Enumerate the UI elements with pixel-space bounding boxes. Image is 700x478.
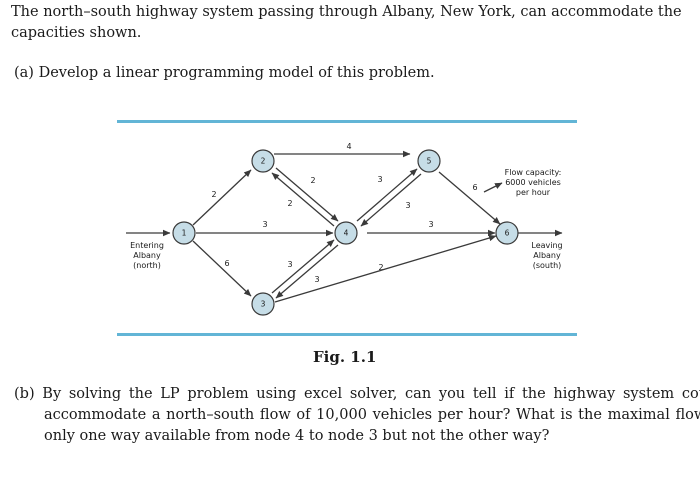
node-6 (495, 221, 519, 245)
figure-top-rule (117, 120, 577, 123)
node-4-label: 4 (344, 229, 349, 238)
edge-4-2 (271, 172, 335, 227)
edge-2-4 (275, 167, 339, 222)
edge-label-1-4: 3 (262, 220, 267, 229)
node-1-label: 1 (182, 229, 187, 238)
edge-label-2-4: 2 (310, 176, 315, 185)
node-5 (417, 149, 441, 173)
edge-3-6 (274, 234, 497, 303)
flow-capacity-note: Flow capacity: 6000 vehicles per hour (505, 168, 562, 197)
part-b-text: (b) By solving the LP problem using exce… (14, 386, 700, 444)
node-3-label: 3 (261, 300, 266, 309)
edge-1-3 (192, 240, 252, 297)
edge-4-5 (356, 168, 418, 222)
network-figure: 2 3 6 4 2 2 3 3 2 3 3 3 6 1 2 3 4 5 (117, 120, 577, 338)
edge-label-3-4: 3 (287, 260, 292, 269)
leaving-line-1: Leaving (531, 241, 562, 250)
edge-4-3 (275, 244, 339, 299)
edge-label-3-6: 2 (378, 263, 383, 272)
problem-intro: The north–south highway system passing t… (11, 4, 682, 41)
edge-5-6 (438, 171, 501, 225)
flow-note-line-2: 6000 vehicles (505, 178, 561, 187)
entering-line-3: (north) (133, 261, 161, 270)
node-2 (251, 149, 275, 173)
entering-label: Entering Albany (north) (130, 241, 164, 270)
leaving-line-3: (south) (533, 261, 562, 270)
node-5-label: 5 (427, 157, 432, 166)
node-2-label: 2 (261, 157, 266, 166)
leaving-label: Leaving Albany (south) (531, 241, 562, 270)
edge-label-5-4: 3 (405, 201, 410, 210)
edge-label-4-3: 3 (314, 275, 319, 284)
flow-note-line-3: per hour (516, 188, 551, 197)
leaving-line-2: Albany (533, 251, 561, 260)
edge-5-4 (360, 173, 422, 227)
edge-label-4-2: 2 (287, 199, 292, 208)
edge-1-2 (192, 169, 252, 226)
node-4 (334, 221, 358, 245)
node-3 (251, 292, 275, 316)
entering-line-2: Albany (133, 251, 161, 260)
edge-label-1-2: 2 (211, 190, 216, 199)
entering-line-1: Entering (130, 241, 164, 250)
part-a-text: (a) Develop a linear programming model o… (14, 65, 435, 81)
node-6-label: 6 (505, 229, 510, 238)
edge-label-1-3: 6 (224, 259, 229, 268)
node-1 (172, 221, 196, 245)
edge-3-4 (271, 239, 335, 294)
network-diagram: 2 3 6 4 2 2 3 3 2 3 3 3 6 1 2 3 4 5 (117, 120, 577, 336)
edge-label-5-6: 6 (472, 183, 477, 192)
edge-label-2-5: 4 (346, 142, 351, 151)
flow-note-line-1: Flow capacity: (505, 168, 562, 177)
figure-bottom-rule (117, 333, 577, 336)
edge-label-4-5: 3 (377, 175, 382, 184)
flow-capacity-pointer (483, 182, 503, 193)
figure-caption: Fig. 1.1 (313, 348, 377, 366)
edge-label-4-6: 3 (428, 220, 433, 229)
